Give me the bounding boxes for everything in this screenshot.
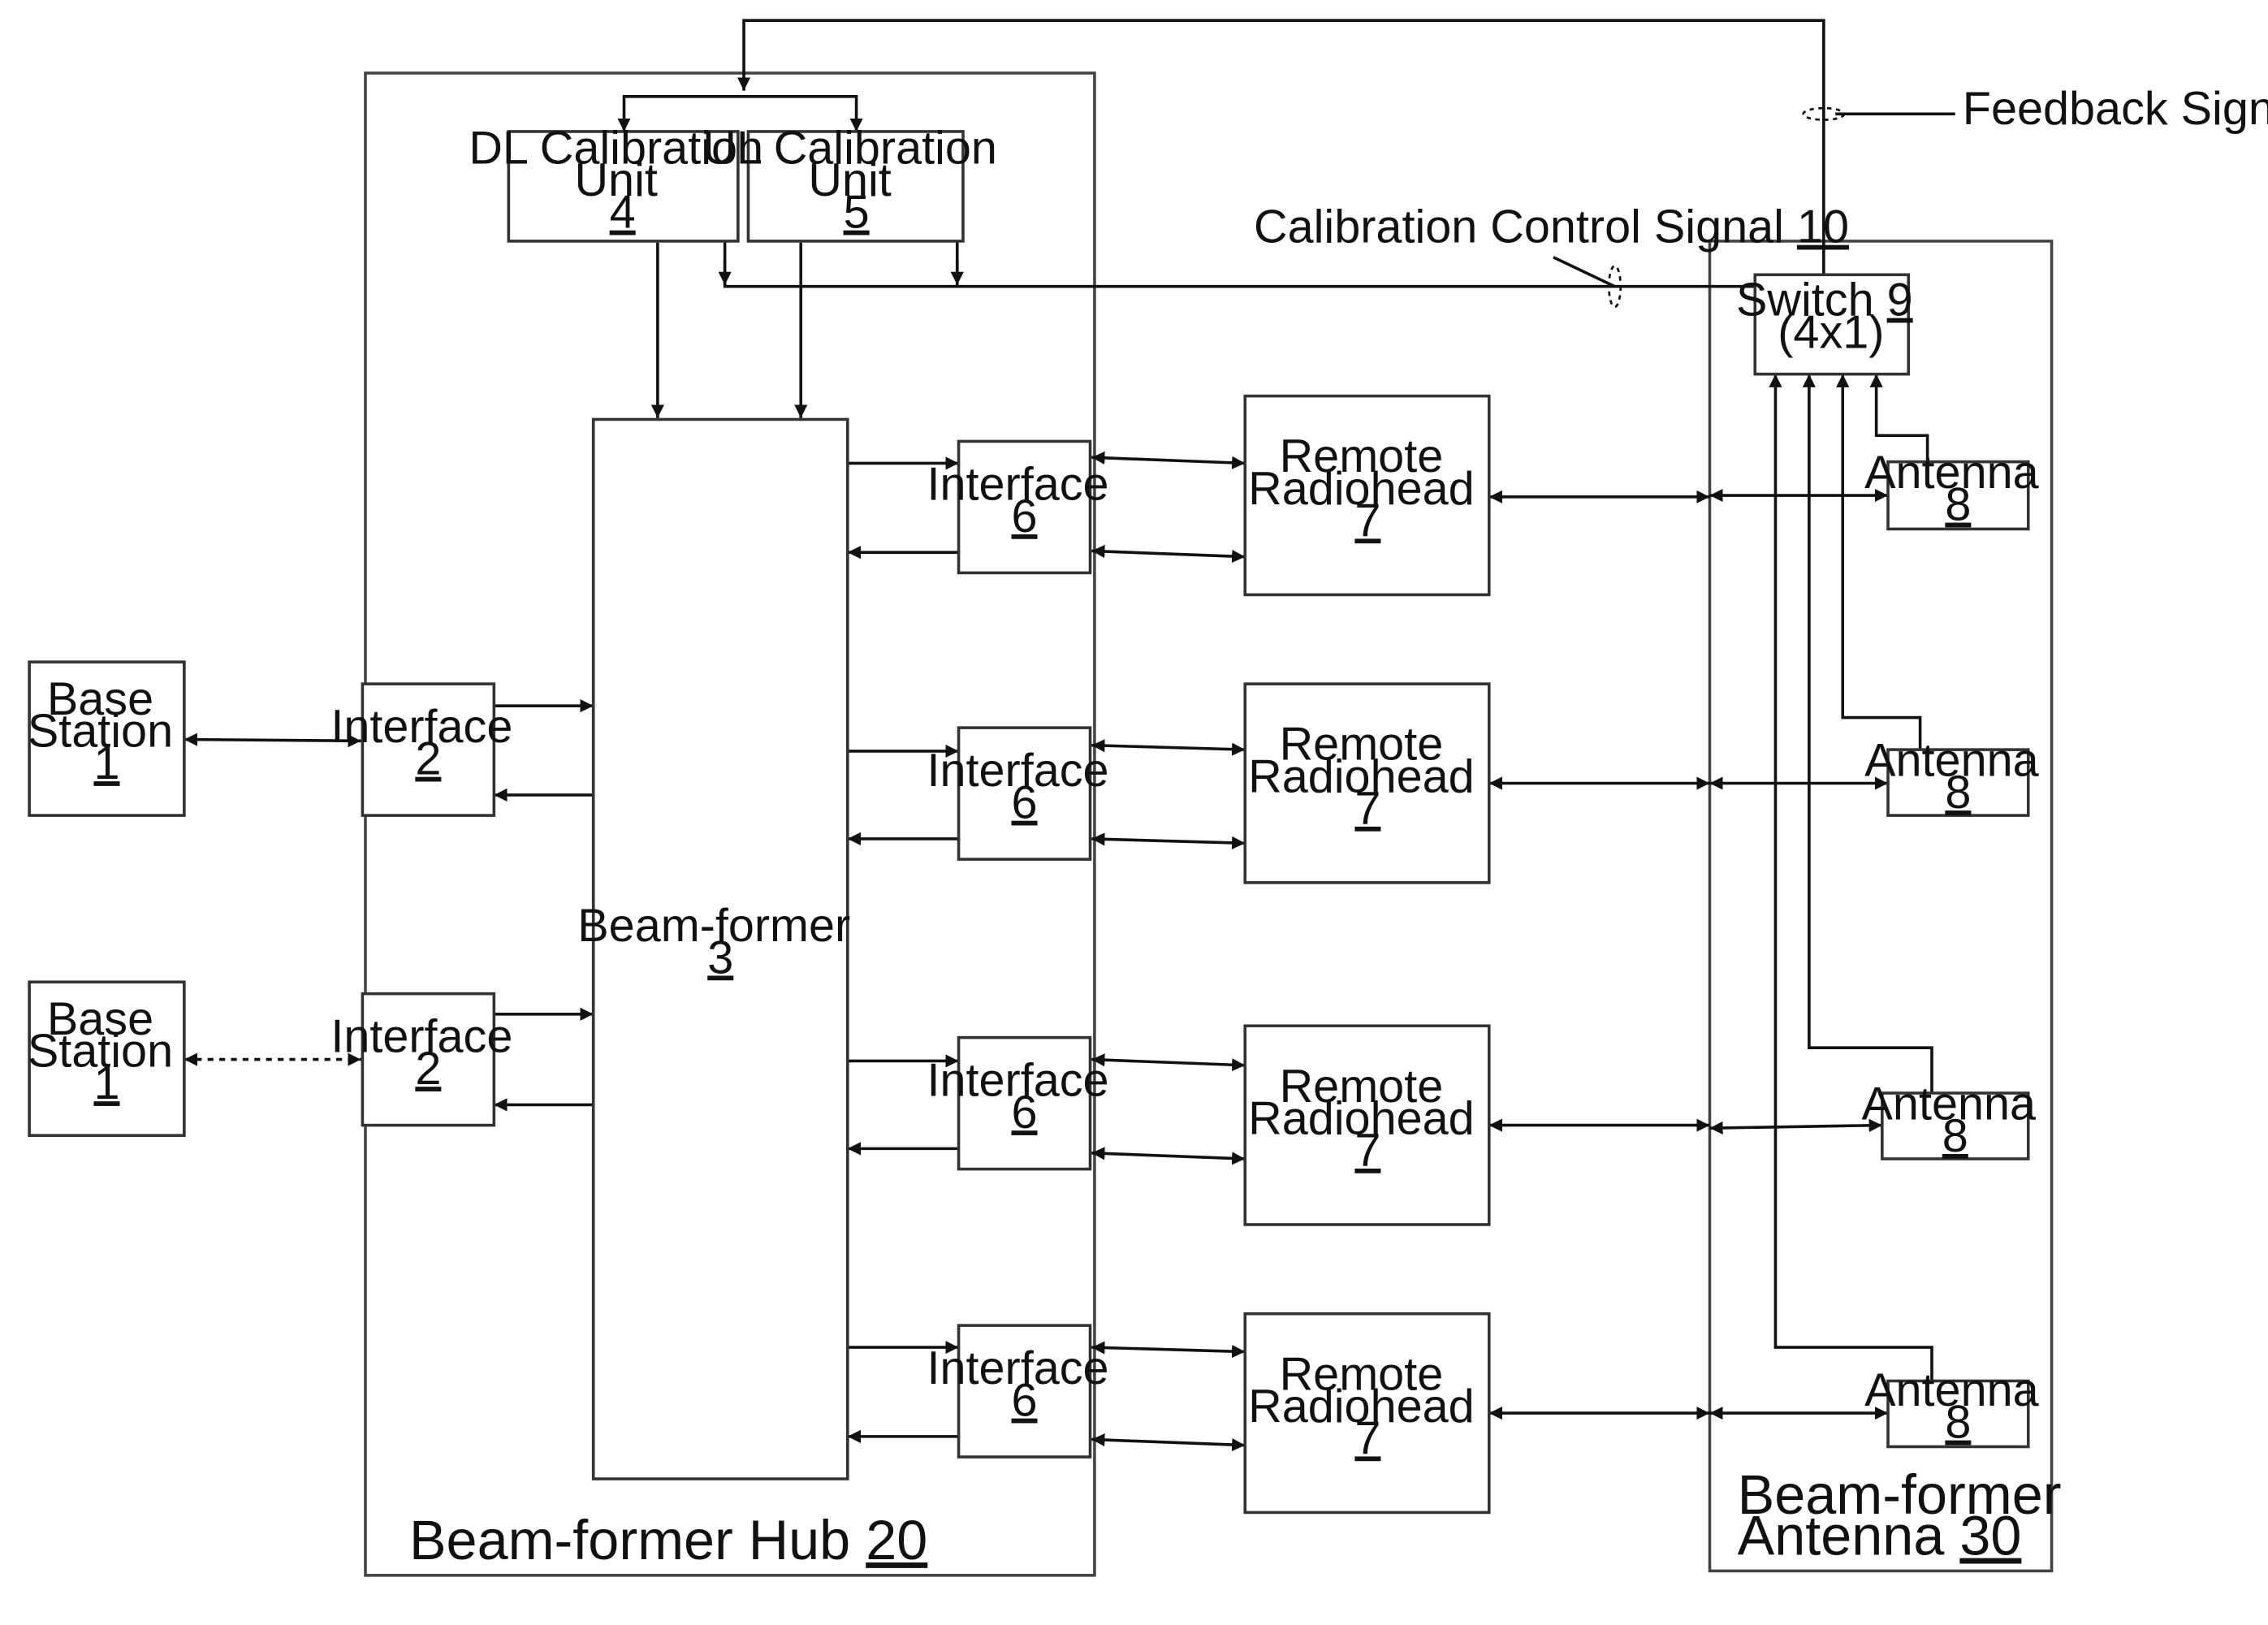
feedback-signal-label: Feedback Signal 11: [1963, 83, 2268, 135]
calibration-wiring: [658, 240, 1754, 418]
calibration-signal-label: Calibration Control Signal 10: [1254, 201, 1849, 253]
hub-interface-label: Interface 2: [330, 701, 525, 785]
bfantenna-label: Beam-former Antenna 30: [1738, 1464, 2077, 1567]
interface-label: Interface 6: [927, 1342, 1122, 1427]
interface-label: Interface 6: [927, 1055, 1122, 1139]
interface-label: Interface 6: [927, 745, 1122, 829]
hub-label: Beam-former Hub 20: [409, 1510, 927, 1571]
interface-label: Interface 6: [927, 458, 1122, 542]
hub-interface-label: Interface 2: [330, 1011, 525, 1096]
